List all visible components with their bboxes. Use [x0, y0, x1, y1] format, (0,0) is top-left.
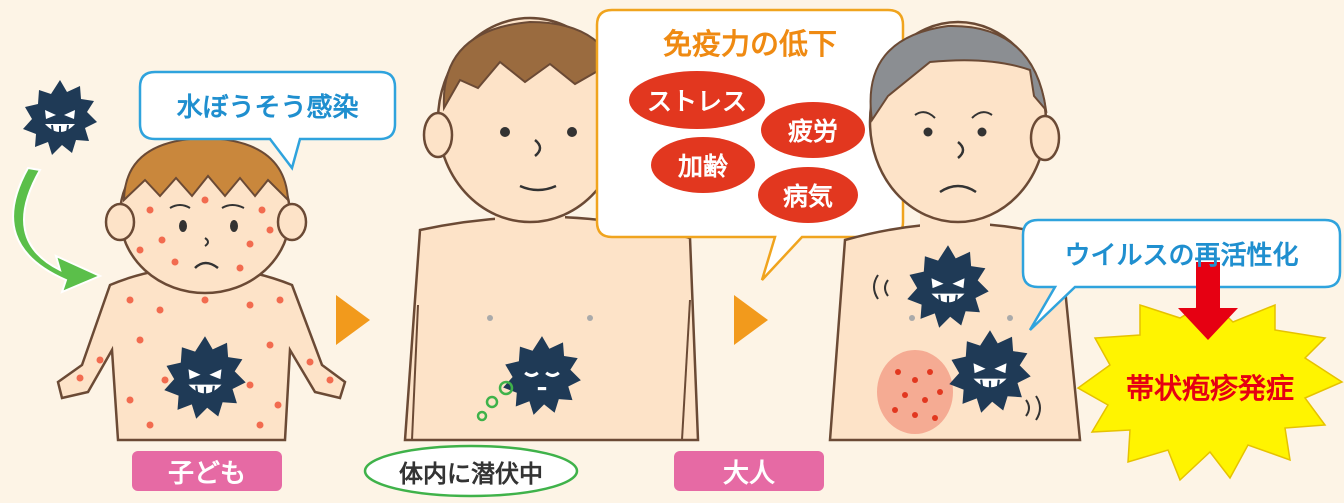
reactivation-bubble-text: ウイルスの再活性化 [1064, 241, 1299, 271]
child-figure [56, 135, 347, 442]
factor-illness: 病気 [782, 182, 833, 211]
outcome-starburst [1076, 299, 1344, 482]
stage-arrow-icon-2 [734, 295, 768, 345]
immunity-bubble-shape [595, 8, 905, 281]
stage-label-latent: 体内に潜伏中 [399, 459, 543, 488]
stage-label-child: 子ども [132, 451, 282, 491]
floating-virus-icon [22, 79, 98, 156]
latent-label-oval [363, 444, 579, 498]
down-arrow-icon [1178, 262, 1238, 340]
factor-stress: ストレス [646, 87, 747, 116]
sleep-bubbles-icon [476, 380, 514, 422]
adult-figure [403, 16, 700, 442]
stage-label-adult: 大人 [674, 451, 824, 491]
factor-fatigue: 疲労 [787, 117, 838, 146]
factor-aging: 加齢 [677, 152, 728, 181]
infection-curve-arrow-icon [12, 166, 103, 294]
infection-bubble-text: 水ぼうそう感染 [176, 93, 359, 123]
reactivation-bubble-shape [1021, 218, 1342, 331]
outcome-text: 帯状疱疹発症 [1125, 372, 1294, 405]
immunity-title: 免疫力の低下 [662, 27, 837, 61]
elder-figure [828, 20, 1082, 442]
stage-arrow-icon-1 [336, 295, 370, 345]
infection-bubble-shape [138, 70, 397, 171]
